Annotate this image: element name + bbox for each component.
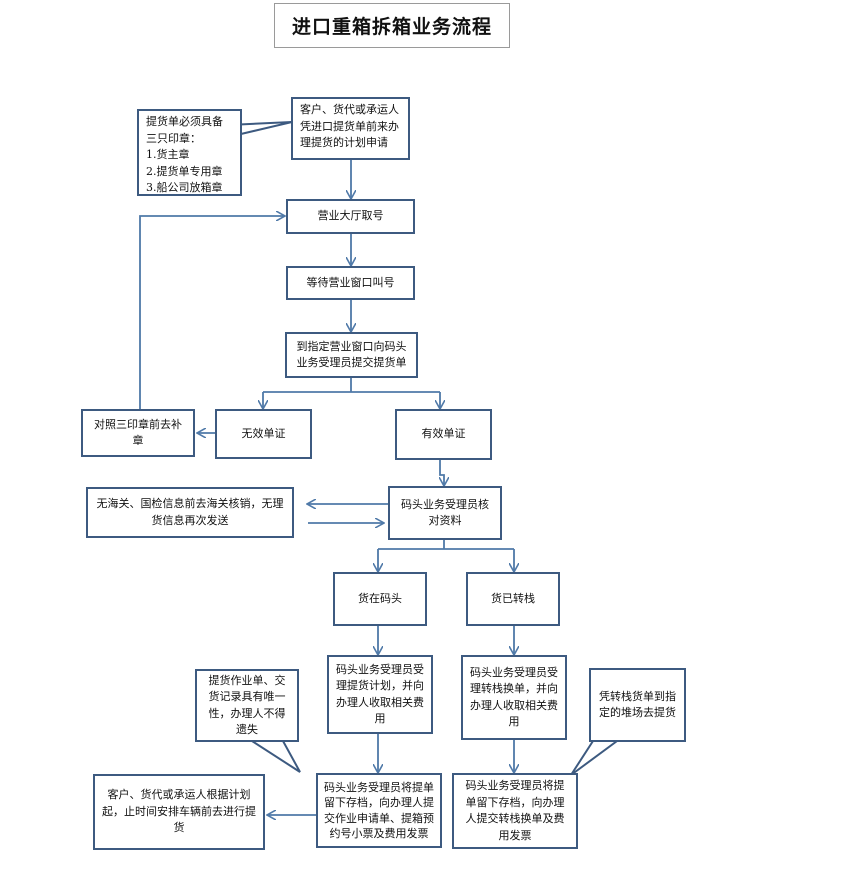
note-transfer-note: 凭转栈货单到指定的堆场去提货 [589,668,686,742]
node-customs: 无海关、国检信息前去海关核销，无理货信息再次发送 [86,487,294,538]
page-title: 进口重箱拆箱业务流程 [274,3,510,48]
arrow-valid-to-verify [440,460,444,485]
node-file-transfer: 码头业务受理员将提单留下存档，向办理人提交转栈换单及费用发票 [452,773,578,849]
node-arrange: 客户、货代或承运人根据计划起，止时间安排车辆前去进行提货 [93,774,265,850]
node-accept-plan: 码头业务受理员受理提货计划，并向办理人收取相关费用 [327,655,433,734]
node-at-terminal: 货在码头 [333,572,427,626]
node-valid: 有效单证 [395,409,492,460]
node-verify: 码头业务受理员核对资料 [388,486,502,540]
node-invalid: 无效单证 [215,409,312,459]
node-accept-transfer: 码头业务受理员受理转栈换单，并向办理人收取相关费用 [461,655,567,740]
node-submit-bill: 到指定营业窗口向码头业务受理员提交提货单 [285,332,418,378]
note-records: 提货作业单、交货记录具有唯一性，办理人不得遗失 [195,669,299,742]
node-file-terminal: 码头业务受理员将提单留下存档，向办理人提交作业申请单、提箱预约号小票及费用发票 [316,773,442,848]
node-reseal: 对照三印章前去补章 [81,409,195,457]
node-transferred: 货已转栈 [466,572,560,626]
node-take-number: 营业大厅取号 [286,199,415,234]
pointer-records [248,740,301,773]
arrow-reseal-loop [139,216,284,409]
node-start: 客户、货代或承运人凭进口提货单前来办理提货的计划申请 [291,97,410,160]
node-wait-call: 等待营业窗口叫号 [286,266,415,300]
pointer-transfer-note [570,740,621,776]
note-stamps: 提货单必须具备三只印章： 1.货主章 2.提货单专用章 3.船公司放箱章 [137,109,242,196]
